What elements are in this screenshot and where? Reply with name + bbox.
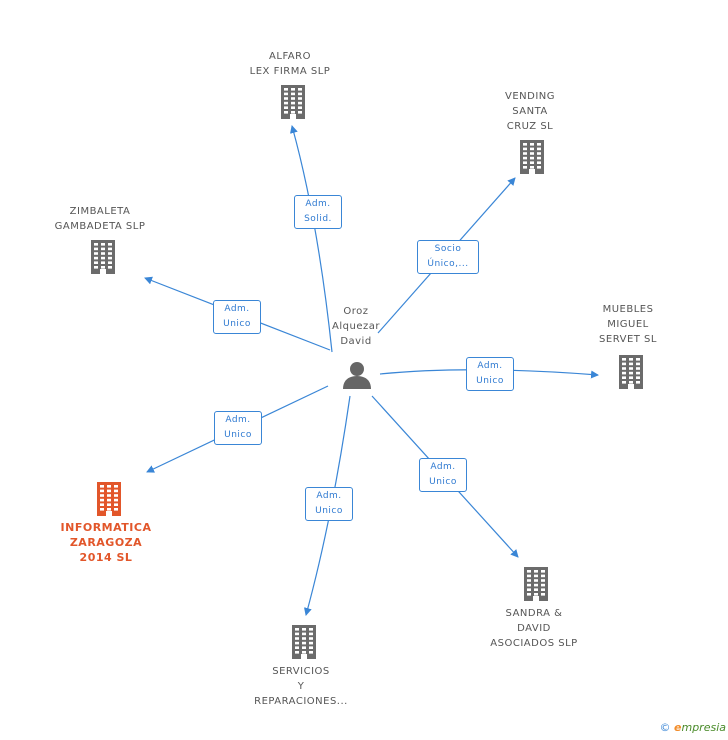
building-icon-servicios[interactable] (289, 625, 319, 663)
building-icon-zimbaleta[interactable] (88, 240, 118, 278)
role-label-servicios[interactable]: Adm. Unico (305, 487, 353, 521)
role-label-alfaro[interactable]: Adm. Solid. (294, 195, 342, 229)
person-icon[interactable] (342, 361, 372, 393)
company-label-sandra[interactable]: SANDRA & DAVID ASOCIADOS SLP (490, 608, 578, 649)
brand-initial: e (674, 721, 682, 734)
company-label-informatica[interactable]: INFORMATICA ZARAGOZA 2014 SL (60, 521, 152, 564)
building-icon-alfaro[interactable] (278, 85, 308, 123)
company-label-muebles[interactable]: MUEBLES MIGUEL SERVET SL (599, 304, 657, 345)
role-label-informatica[interactable]: Adm. Unico (214, 411, 262, 445)
role-label-vending[interactable]: Socio Único,... (417, 240, 479, 274)
empresia-watermark: © empresia (660, 721, 726, 734)
role-label-muebles[interactable]: Adm. Unico (466, 357, 514, 391)
company-label-zimbaleta[interactable]: ZIMBALETA GAMBADETA SLP (54, 206, 146, 232)
building-icon-sandra[interactable] (521, 567, 551, 605)
role-label-zimbaleta[interactable]: Adm. Unico (213, 300, 261, 334)
building-icon-vending[interactable] (517, 140, 547, 178)
person-name[interactable]: Oroz Alquezar David (332, 306, 380, 347)
company-label-servicios[interactable]: SERVICIOS Y REPARACIONES... (254, 666, 348, 707)
company-label-alfaro[interactable]: ALFARO LEX FIRMA SLP (249, 51, 331, 77)
building-icon-muebles[interactable] (616, 355, 646, 393)
brand-name: mpresia (681, 721, 726, 734)
building-icon-informatica[interactable] (94, 482, 124, 520)
copyright-symbol: © (659, 721, 671, 734)
role-label-sandra[interactable]: Adm. Unico (419, 458, 467, 492)
edge-alfaro (290, 125, 333, 353)
company-label-vending[interactable]: VENDING SANTA CRUZ SL (504, 91, 556, 132)
